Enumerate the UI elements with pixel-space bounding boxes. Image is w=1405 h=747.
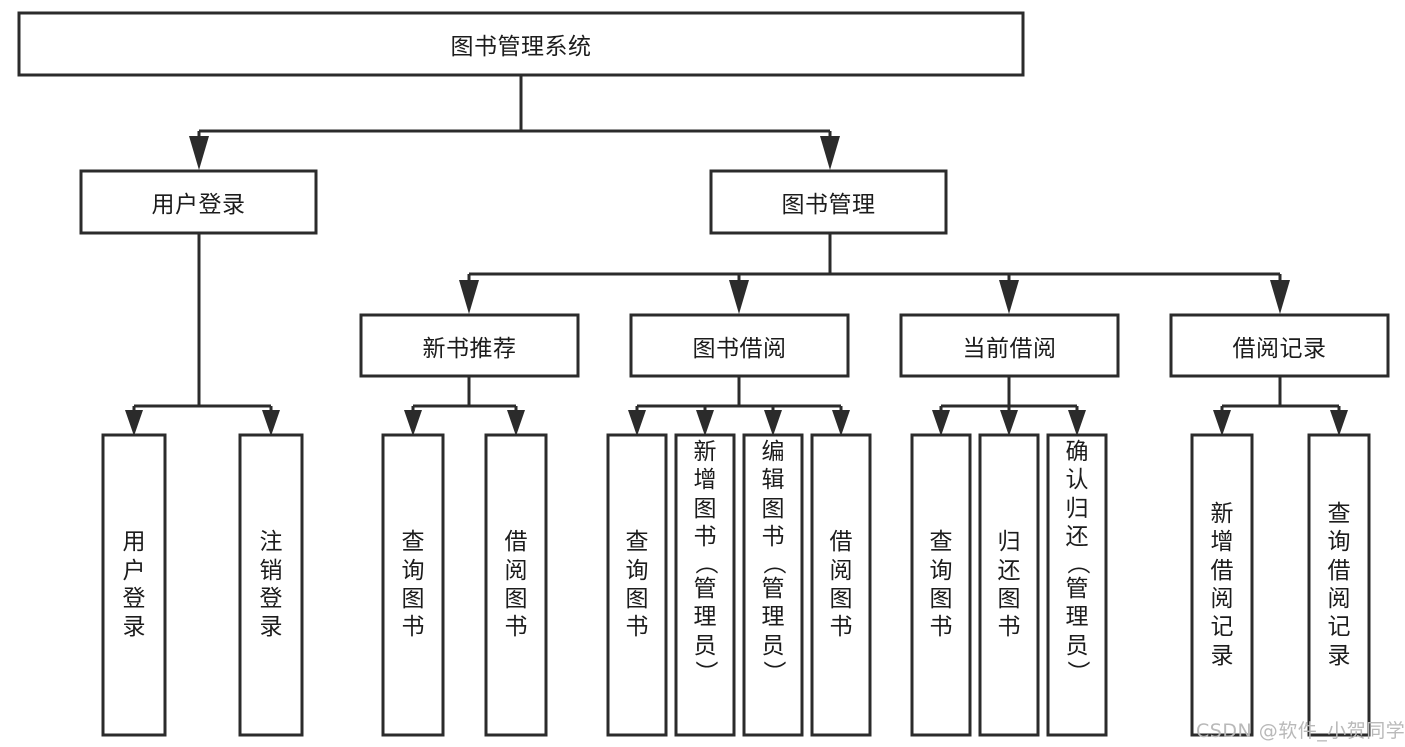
arrowhead-leaf-borrow-book-1 (507, 410, 525, 436)
node-current-borrow[interactable] (899, 313, 1120, 378)
connector-group-root (189, 76, 840, 170)
arrowhead-leaf-return-book (1000, 410, 1018, 436)
arrowhead-leaf-edit-book (764, 410, 782, 436)
arrowhead-leaf-add-record (1213, 410, 1231, 436)
arrowhead-book-borrow (729, 280, 749, 314)
connector-group-book-manage (459, 234, 1290, 314)
arrowhead-leaf-add-book (696, 410, 714, 436)
arrowhead-leaf-borrow-book-2 (832, 410, 850, 436)
node-leaf-logout-login[interactable] (238, 433, 304, 737)
node-book-manage[interactable] (709, 169, 948, 235)
node-new-book-recommend[interactable] (359, 313, 580, 378)
arrowhead-user-login (189, 136, 209, 170)
node-leaf-query-book-1[interactable] (381, 433, 445, 737)
node-root[interactable] (17, 11, 1025, 77)
node-leaf-query-book-3[interactable] (910, 433, 972, 737)
arrowhead-leaf-query-book-2 (628, 410, 646, 436)
arrowhead-leaf-query-book-3 (932, 410, 950, 436)
csdn-watermark: CSDN @软件_小贺同学 (1196, 720, 1405, 742)
connector-group-book-borrow (628, 377, 850, 436)
arrowhead-current-borrow (999, 280, 1019, 314)
connector-group-current-borrow (932, 377, 1086, 436)
arrowhead-book-manage (820, 136, 840, 170)
node-leaf-query-record[interactable] (1307, 433, 1371, 737)
node-leaf-confirm-return[interactable] (1046, 433, 1108, 737)
node-leaf-return-book[interactable] (978, 433, 1040, 737)
node-leaf-borrow-book-2[interactable] (810, 433, 872, 737)
node-leaf-borrow-book-1[interactable] (484, 433, 548, 737)
node-leaf-edit-book[interactable] (742, 433, 804, 737)
arrowhead-leaf-query-record (1330, 410, 1348, 436)
node-leaf-add-book[interactable] (674, 433, 736, 737)
arrowhead-borrow-record (1270, 280, 1290, 314)
node-leaf-add-record[interactable] (1190, 433, 1254, 737)
connector-group-new-book-recommend (404, 377, 525, 436)
node-leaf-user-login[interactable] (101, 433, 167, 737)
connector-group-borrow-record (1213, 377, 1348, 436)
connector-group-user-login (125, 234, 280, 436)
node-leaf-query-book-2[interactable] (606, 433, 668, 737)
arrowhead-leaf-confirm-return (1068, 410, 1086, 436)
node-borrow-record[interactable] (1169, 313, 1390, 378)
arrowhead-leaf-logout-login (262, 410, 280, 436)
arrowhead-leaf-user-login (125, 410, 143, 436)
arrowhead-new-book-recommend (459, 280, 479, 314)
arrowhead-leaf-query-book-1 (404, 410, 422, 436)
node-user-login[interactable] (79, 169, 318, 235)
node-book-borrow[interactable] (629, 313, 850, 378)
